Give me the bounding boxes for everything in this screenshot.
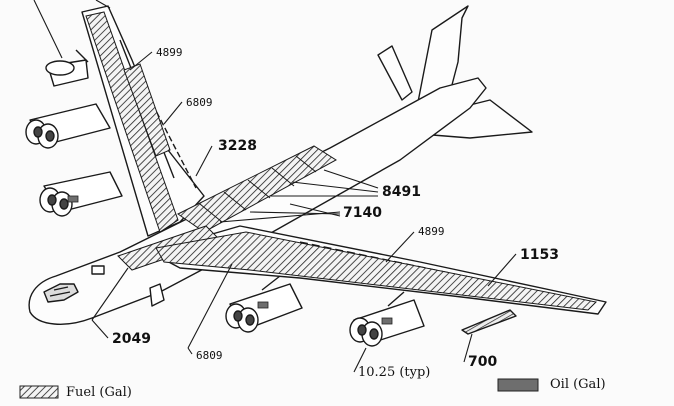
callout-external-tank-fuel: 700 — [468, 354, 498, 370]
legend-fuel-label: Fuel (Gal) — [66, 385, 132, 400]
leader-lines — [33, 0, 517, 373]
callout-fuselage-upper-fuel: 8491 — [382, 184, 421, 200]
callout-wing-right-mid-fuel: 6809 — [196, 349, 223, 362]
callout-wing-tip-fuel: 1153 — [520, 247, 559, 263]
legend-fuel-swatch — [19, 385, 59, 399]
fuel-tanks — [85, 11, 598, 311]
left-outer-engine-pod — [45, 49, 89, 87]
callout-wing-left-outer-fuel: 4899 — [156, 46, 183, 59]
fuselage-upper-tank — [177, 145, 337, 233]
callout-fuselage-fwd-fuel: 3228 — [218, 138, 257, 154]
callout-body-fwd-fuel: 2049 — [112, 331, 151, 347]
left-wing-fuel-tank — [85, 11, 179, 233]
left-inner-engine-pod-2 — [39, 171, 123, 217]
callout-fuselage-lower-fuel: 7140 — [343, 205, 382, 221]
fuselage-hatch — [91, 265, 105, 275]
left-inner-engine-pod-1 — [25, 103, 111, 149]
callout-engine-oil: 10.25 (typ) — [358, 365, 431, 380]
legend-oil-swatch — [497, 378, 539, 392]
right-wing-fuel-tank — [155, 231, 598, 311]
cockpit-windows — [43, 283, 79, 303]
callout-wing-left-mid-fuel: 6809 — [186, 96, 213, 109]
legend-oil-label: Oil (Gal) — [550, 377, 606, 392]
callout-wing-right-outer-fuel: 4899 — [418, 225, 445, 238]
external-wing-tank — [461, 309, 517, 335]
horizontal-stabilizer-left — [377, 45, 413, 101]
oil-tanks — [67, 195, 393, 325]
nose-gear — [149, 283, 165, 307]
